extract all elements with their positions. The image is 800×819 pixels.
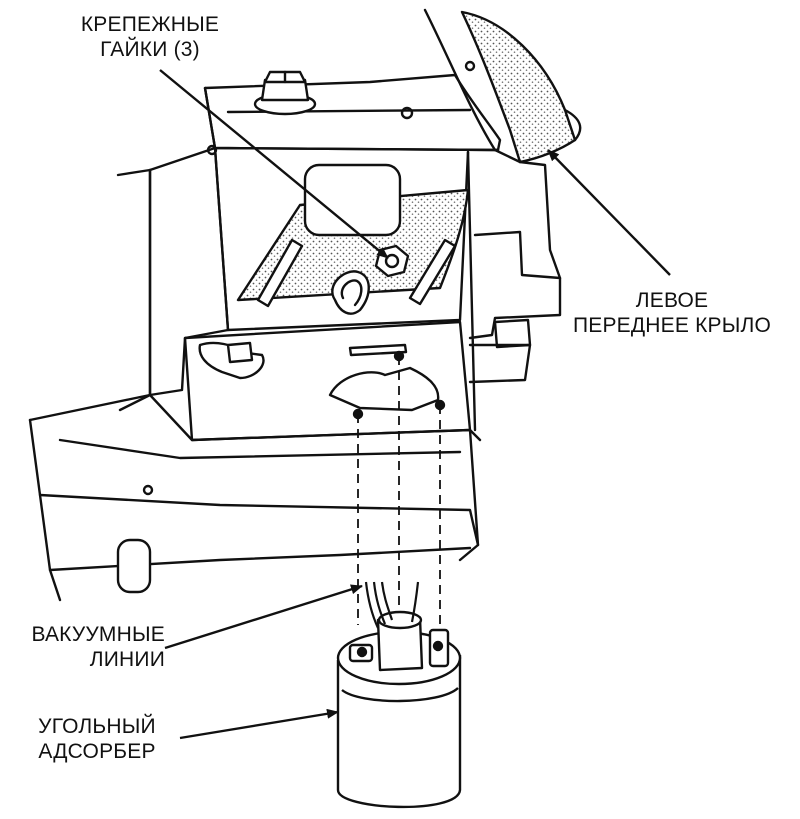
inner-wall-right: [466, 150, 477, 432]
charcoal-canister: [336, 610, 462, 809]
upper-tray: [203, 73, 502, 152]
vacuum-leader: [164, 584, 363, 650]
left-bracket-flange: [118, 168, 152, 412]
canister-label-line2: АДСОРБЕР: [38, 740, 156, 763]
nuts-label-line2: ГАЙКИ (3): [100, 38, 200, 61]
vacuum-lines: [364, 581, 420, 629]
slot-right: [408, 238, 457, 306]
fender-liner: [460, 10, 577, 164]
fender-label: ЛЕВОЕ ПЕРЕДНЕЕ КРЫЛО: [548, 288, 796, 338]
tray-hole: [464, 60, 476, 72]
recess-panel: [236, 188, 470, 302]
slot-left: [256, 238, 304, 308]
fender-lip: [563, 108, 582, 142]
frame-rail-lower: [48, 546, 472, 572]
fender-leader: [547, 149, 671, 276]
nuts-label: КРЕПЕЖНЫЕ ГАЙКИ (3): [40, 12, 260, 62]
fender-label-line1: ЛЕВОЕ: [635, 289, 709, 312]
top-bolt: [253, 70, 317, 116]
frame-slot: [116, 538, 152, 594]
nuts-label-line1: КРЕПЕЖНЫЕ: [80, 13, 220, 36]
floor-slot: [348, 343, 408, 357]
fender-label-line2: ПЕРЕДНЕЕ КРЫЛО: [572, 314, 772, 337]
fender-edge: [423, 8, 522, 164]
frame-hole: [142, 484, 154, 496]
vacuum-label: ВАКУУМНЫЕ ЛИНИИ: [0, 622, 165, 672]
tray-hole: [400, 106, 414, 120]
vacuum-label-line1: ВАКУУМНЫЕ: [31, 623, 165, 646]
vacuum-label-line2: ЛИНИИ: [89, 648, 165, 671]
canister-label: УГОЛЬНЫЙ АДСОРБЕР: [22, 714, 172, 764]
frame-bend: [458, 428, 480, 562]
alignment-lines: [357, 356, 441, 640]
canister-label-line1: УГОЛЬНЫЙ: [38, 715, 156, 738]
right-tab: [493, 318, 532, 349]
frame-rail-face: [28, 418, 62, 602]
floor-clip: [226, 341, 254, 364]
upper-tray-face: [203, 86, 500, 152]
canister-bracket: [328, 366, 440, 412]
frame-rail-edge: [58, 438, 462, 460]
frame-rail-top: [28, 393, 482, 442]
frame-rail-bottom: [38, 493, 480, 547]
inner-wall: [213, 146, 470, 332]
right-bracket: [468, 230, 562, 340]
right-bracket-lower: [468, 343, 532, 384]
oval-opening: [331, 270, 370, 315]
canister-leader: [179, 708, 339, 740]
upper-window: [303, 163, 402, 237]
left-bracket-edge: [116, 168, 152, 177]
canister-top-fitting: [348, 610, 450, 672]
nuts-leader: [159, 69, 389, 259]
fender-support: [518, 160, 562, 280]
mounting-nut: [374, 244, 410, 278]
